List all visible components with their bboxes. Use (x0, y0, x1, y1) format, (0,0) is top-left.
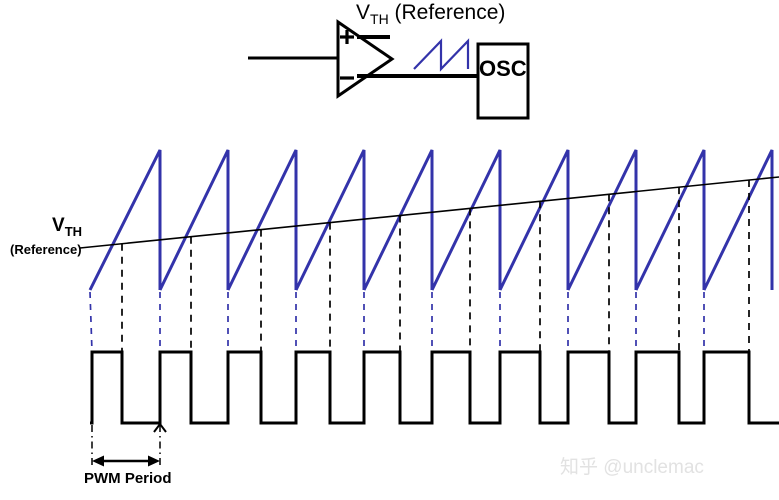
watermark: 知乎 @unclemac (560, 457, 704, 478)
waveform-vth-main-text: V (52, 215, 65, 236)
waveform-vth-label: VTH (52, 216, 82, 238)
waveform-reference-label: (Reference) (10, 242, 82, 257)
vth-reference-line (79, 176, 779, 249)
pwm-output-waveform (90, 350, 779, 425)
vth-main-text: V (356, 1, 371, 24)
sawtooth-ramp (362, 149, 434, 291)
sawtooth-ramp (498, 149, 570, 291)
vth-sub-text: TH (370, 11, 389, 28)
waveform-group (79, 149, 779, 425)
sawtooth-waveform-icon (413, 38, 470, 72)
sawtooth-ramp (430, 149, 502, 291)
sawtooth-ramp (702, 149, 774, 291)
sawtooth-ramp (88, 149, 162, 291)
sawtooth-ramp (294, 149, 366, 291)
sawtooth-ramp (566, 149, 638, 291)
period-arrow-head-left (92, 455, 104, 467)
vth-suffix-text: (Reference) (388, 1, 506, 24)
waveform-vth-sub-text: TH (64, 223, 83, 239)
pwm-period-label: PWM Period (84, 470, 172, 487)
plus-terminal-icon (340, 30, 354, 44)
vth-reference-label: VTH (Reference) (356, 2, 505, 26)
comparator-circuit (248, 19, 530, 120)
period-end-caret (153, 422, 167, 433)
osc-block (476, 42, 530, 120)
ramp-start-dropline (89, 291, 93, 353)
sawtooth-ramp (226, 149, 298, 291)
osc-label: OSC (479, 56, 527, 81)
sawtooth-ramp (634, 149, 706, 291)
sawtooth-ramp (158, 149, 230, 291)
period-arrow-head-right (148, 455, 160, 467)
pwm-period-annotation (91, 422, 167, 468)
